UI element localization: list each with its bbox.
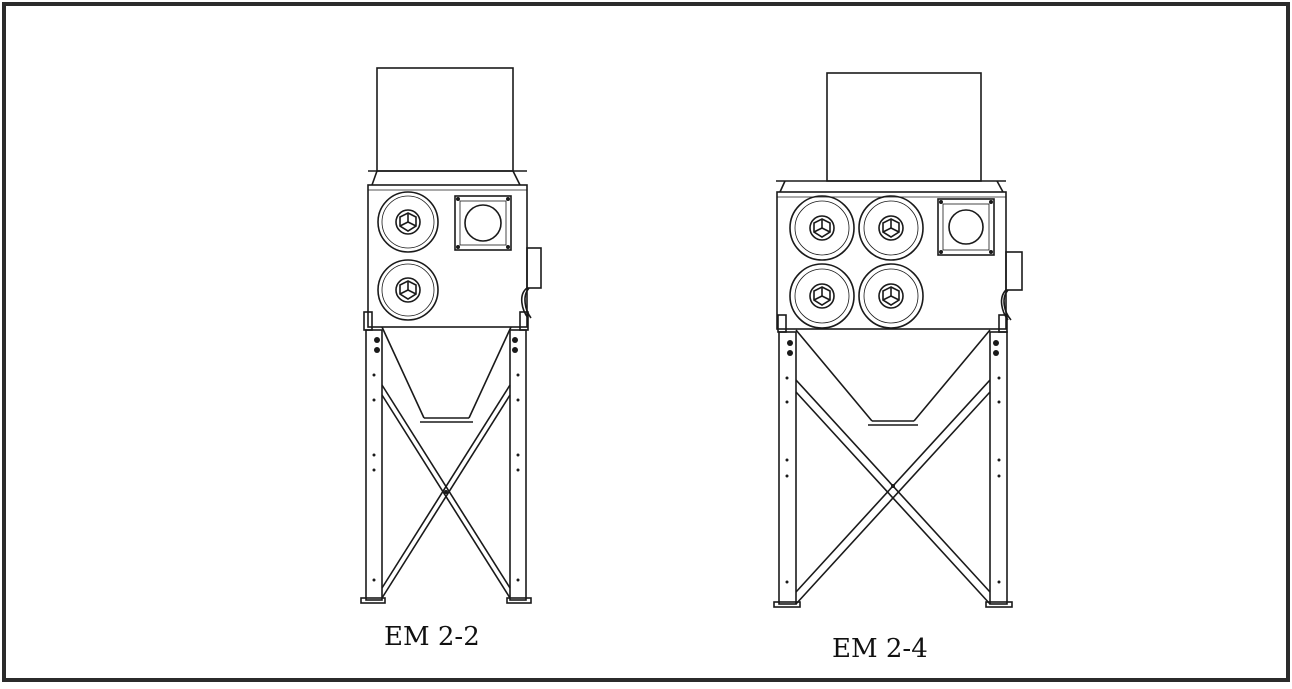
- leg-left: [778, 331, 797, 605]
- filter-cartridge-1: [789, 195, 855, 261]
- hood: [376, 67, 514, 172]
- filter-cartridge-4: [858, 263, 924, 329]
- leg-right: [509, 329, 527, 601]
- cabinet: [367, 184, 528, 328]
- control-box: [520, 247, 542, 319]
- filter-cartridge-1: [377, 191, 439, 253]
- unit-em-2-2: [360, 67, 542, 604]
- control-box: [1000, 251, 1023, 321]
- access-port: [454, 195, 512, 251]
- unit-label-left: EM 2-2: [384, 622, 480, 652]
- leg-right: [989, 331, 1008, 605]
- unit-label-right: EM 2-4: [832, 634, 928, 664]
- filter-cartridge-2: [377, 259, 439, 321]
- filter-cartridge-3: [789, 263, 855, 329]
- hood: [826, 72, 982, 182]
- unit-em-2-4: [773, 72, 1023, 608]
- filter-cartridge-2: [858, 195, 924, 261]
- access-port: [937, 198, 995, 256]
- leg-left: [365, 329, 383, 601]
